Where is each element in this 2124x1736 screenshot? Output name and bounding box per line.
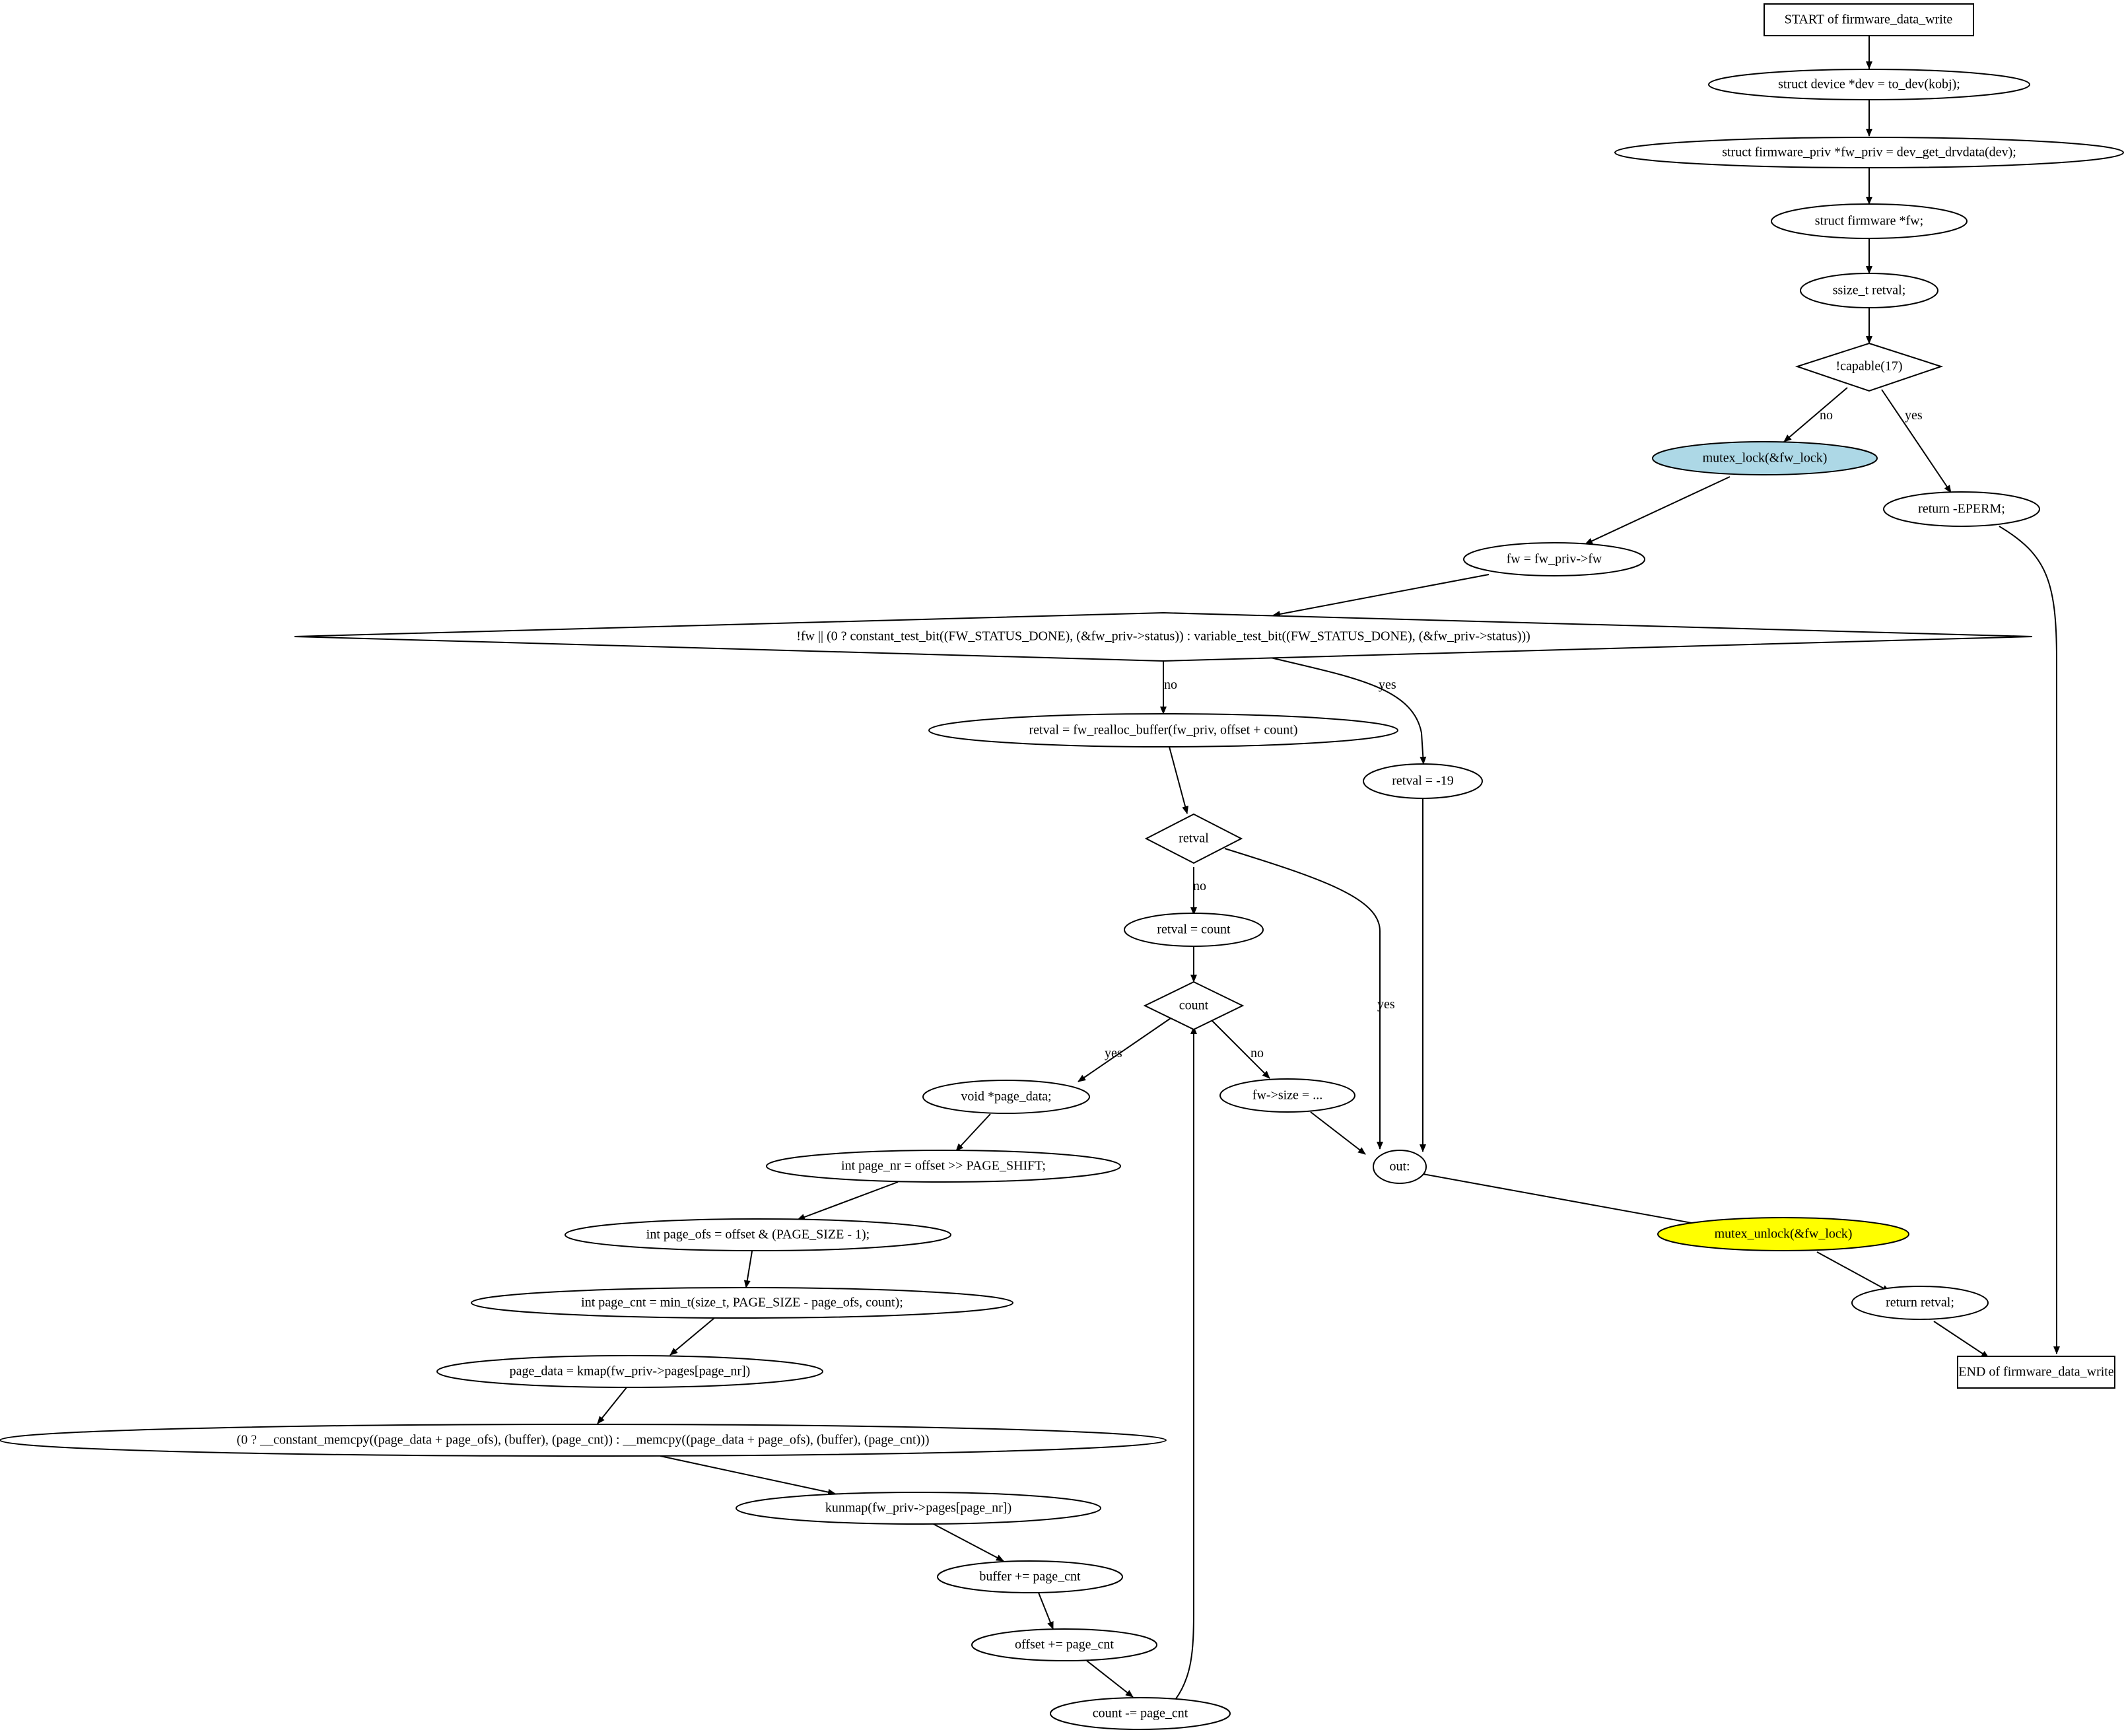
kmap-node [436, 1355, 823, 1388]
edge-mutex-lock-to-fw-assign [1585, 476, 1730, 545]
memcpy-label: (0 ? __constant_memcpy((page_data + page… [236, 1433, 929, 1447]
edge-fw-assign-to-fw-check [1272, 574, 1490, 617]
kunmap-label: kunmap(fw_priv->pages[page_nr]) [825, 1501, 1011, 1515]
edge-fw-size-to-out [1310, 1111, 1366, 1155]
count-check-label: count [1179, 998, 1209, 1013]
capable-label: !capable(17) [1835, 359, 1902, 374]
fw-decl-label: struct firmware *fw; [1815, 214, 1923, 228]
dev-node [1708, 69, 2030, 100]
retval-decision [1144, 813, 1243, 864]
edge-buffer-inc-to-offset-inc [1038, 1592, 1054, 1630]
fw-check-label: !fw || (0 ? constant_test_bit((FW_STATUS… [796, 629, 1530, 644]
out-label: out: [1389, 1160, 1410, 1174]
start-node [1764, 3, 1974, 36]
edge-count-dec-to-count-check [1175, 1026, 1197, 1700]
edge-return-eperm-to-end [1999, 526, 2060, 1354]
edge-out-to-mutex-unlock [1419, 1173, 1714, 1229]
edge-page-ofs-to-page-cnt [743, 1251, 753, 1288]
offset-inc-node [971, 1628, 1157, 1661]
edge-labels: no yes no yes no yes yes no [1105, 408, 1923, 1060]
edge-retval-check-to-out [1224, 848, 1383, 1150]
count-dec-label: count -= page_cnt [1093, 1706, 1188, 1721]
capable-decision [1795, 342, 1944, 392]
fw-size-node [1219, 1078, 1355, 1113]
return-eperm-node [1883, 491, 2040, 527]
page-data-decl-node [922, 1080, 1090, 1114]
page-ofs-node [565, 1218, 951, 1251]
edge-mutex-unlock-to-return-retval [1816, 1251, 1890, 1292]
offset-inc-label: offset += page_cnt [1015, 1638, 1114, 1652]
nodes: START of firmware_data_write struct devi… [0, 3, 2124, 1730]
fw-assign-node [1463, 542, 1645, 576]
memcpy-node [0, 1424, 1167, 1457]
dev-label: struct device *dev = to_dev(kobj); [1778, 77, 1960, 92]
start-label: START of firmware_data_write [1785, 13, 1953, 27]
fw-decl-node [1771, 203, 1968, 239]
edge-memcpy-to-kunmap [660, 1455, 836, 1496]
edge-return-retval-to-end [1933, 1321, 1989, 1358]
kmap-label: page_data = kmap(fw_priv->pages[page_nr]… [510, 1364, 751, 1379]
edge-kunmap-to-buffer-inc [930, 1522, 1004, 1562]
edge-label-count-no: no [1250, 1046, 1264, 1060]
edge-label-fw-check-no: no [1164, 677, 1177, 692]
edges [597, 36, 2060, 1700]
edge-count-check-to-fw-size [1210, 1018, 1270, 1079]
fw-priv-node [1614, 137, 2124, 168]
edge-label-fw-check-yes: yes [1379, 677, 1396, 692]
edge-label-capable-no: no [1820, 408, 1833, 423]
realloc-label: retval = fw_realloc_buffer(fw_priv, offs… [1029, 723, 1297, 738]
return-retval-node [1851, 1286, 1989, 1320]
fw-assign-label: fw = fw_priv->fw [1507, 552, 1602, 567]
retval-19-node [1363, 763, 1483, 799]
fw-check-decision [294, 611, 2033, 662]
edge-offset-inc-to-count-dec [1086, 1660, 1134, 1698]
edge-label-capable-yes: yes [1905, 408, 1923, 423]
edge-realloc-to-retval-check [1169, 746, 1188, 814]
retval-decl-node [1800, 273, 1938, 308]
edge-page-cnt-to-kmap [669, 1317, 715, 1356]
page-cnt-label: int page_cnt = min_t(size_t, PAGE_SIZE -… [581, 1296, 903, 1310]
buffer-inc-node [937, 1560, 1123, 1593]
realloc-node [928, 713, 1398, 747]
mutex-lock-label: mutex_lock(&fw_lock) [1703, 451, 1828, 466]
edge-label-count-yes: yes [1105, 1046, 1122, 1060]
retval-decl-label: ssize_t retval; [1833, 283, 1906, 298]
edge-page-nr-to-page-ofs [797, 1181, 899, 1220]
edge-capable-to-return-eperm [1881, 389, 1952, 493]
retval-count-label: retval = count [1157, 922, 1231, 937]
mutex-lock-node [1652, 441, 1878, 475]
edge-page-data-decl-to-page-nr [955, 1113, 991, 1152]
kunmap-node [736, 1492, 1101, 1525]
return-retval-label: return retval; [1886, 1296, 1954, 1310]
page-ofs-label: int page_ofs = offset & (PAGE_SIZE - 1); [646, 1228, 870, 1242]
return-eperm-label: return -EPERM; [1918, 502, 2005, 516]
page-cnt-node [471, 1287, 1013, 1319]
page-data-decl-label: void *page_data; [961, 1090, 1051, 1104]
page-nr-node [766, 1150, 1121, 1183]
edge-label-retval-yes: yes [1377, 997, 1395, 1012]
page-nr-label: int page_nr = offset >> PAGE_SHIFT; [841, 1159, 1046, 1173]
count-decision [1143, 981, 1245, 1031]
out-node [1373, 1150, 1427, 1184]
edge-capable-to-mutex-lock [1783, 387, 1848, 442]
mutex-unlock-node [1657, 1217, 1909, 1251]
end-node [1957, 1356, 2115, 1389]
mutex-unlock-label: mutex_unlock(&fw_lock) [1715, 1227, 1853, 1241]
count-dec-node [1050, 1697, 1231, 1730]
retval-count-node [1124, 913, 1264, 947]
edge-kmap-to-memcpy [597, 1386, 628, 1424]
edge-count-check-to-page-data-decl [1078, 1016, 1173, 1082]
end-label: END of firmware_data_write [1958, 1365, 2114, 1379]
fw-size-label: fw->size = ... [1252, 1088, 1322, 1103]
fw-priv-label: struct firmware_priv *fw_priv = dev_get_… [1722, 145, 2016, 160]
buffer-inc-label: buffer += page_cnt [979, 1570, 1081, 1584]
edge-fw-check-to-retval-19 [1270, 657, 1427, 765]
retval-19-label: retval = -19 [1392, 774, 1453, 788]
edge-label-retval-no: no [1193, 879, 1206, 893]
retval-check-label: retval [1179, 831, 1209, 846]
